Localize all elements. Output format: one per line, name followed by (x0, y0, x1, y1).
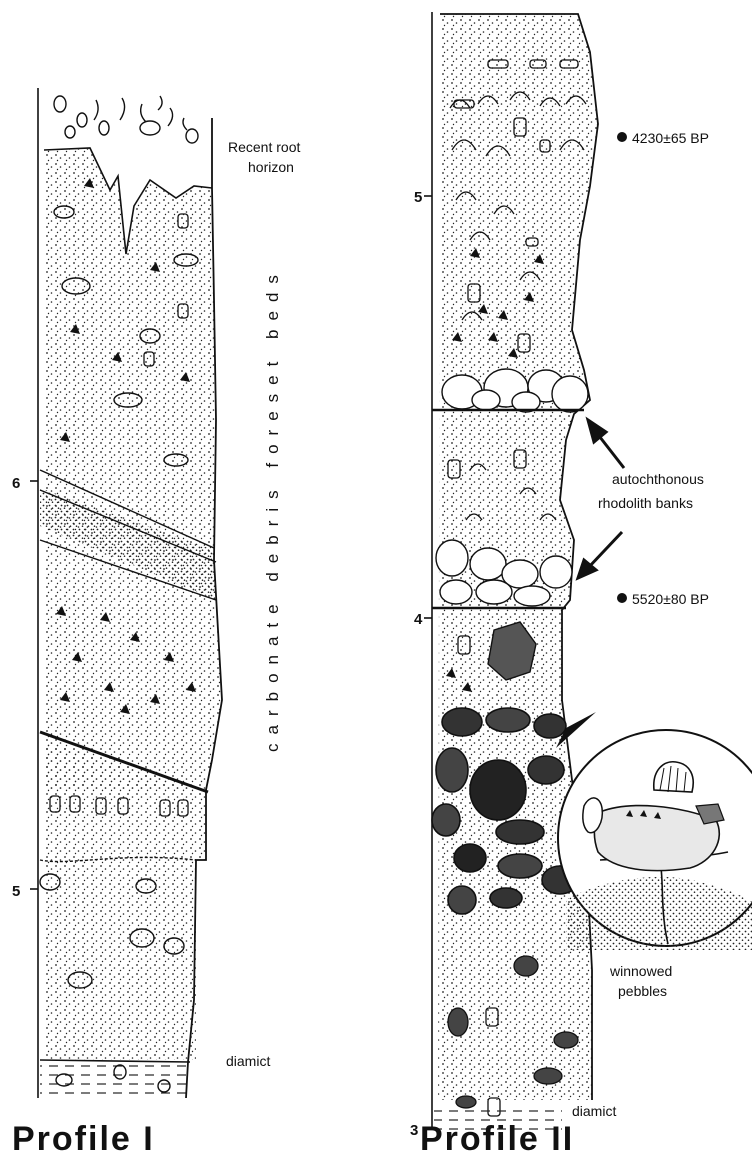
foreset-beds-label: carbonate debris foreset beds (263, 266, 282, 752)
pebble-close-up-inset (556, 712, 752, 950)
rhodolith-banks-label-line1: autochthonous (612, 471, 704, 487)
profile-2-tick-label-3: 3 (410, 1122, 418, 1139)
profile-2-tick-label-4: 4 (414, 611, 423, 628)
date-label-lower: 5520±80 BP (632, 591, 709, 607)
profile-1-title: Profile I (12, 1120, 155, 1158)
profile-2-tick-label-5: 5 (414, 189, 422, 206)
root-horizon-label-line1: Recent root (228, 139, 300, 155)
profile-2-diamict-label: diamict (572, 1103, 616, 1119)
profile-2-title: Profile II (420, 1120, 574, 1158)
date-marker-lower (617, 593, 627, 603)
profile-1-column (30, 88, 222, 1098)
rhodolith-banks-label-line2: rhodolith banks (598, 495, 693, 511)
date-marker-upper (617, 132, 627, 142)
profile-1-tick-label-5: 5 (12, 883, 20, 900)
profile-1-tick-label-6: 6 (12, 475, 20, 492)
root-horizon-label-line2: horizon (248, 159, 294, 175)
winnowed-pebbles-label-line2: pebbles (618, 983, 667, 999)
foreset-sand-body (44, 148, 222, 790)
winnowed-pebbles-label-line1: winnowed (609, 963, 672, 979)
date-label-upper: 4230±65 BP (632, 130, 709, 146)
profile-1-diamict-label: diamict (226, 1053, 270, 1069)
